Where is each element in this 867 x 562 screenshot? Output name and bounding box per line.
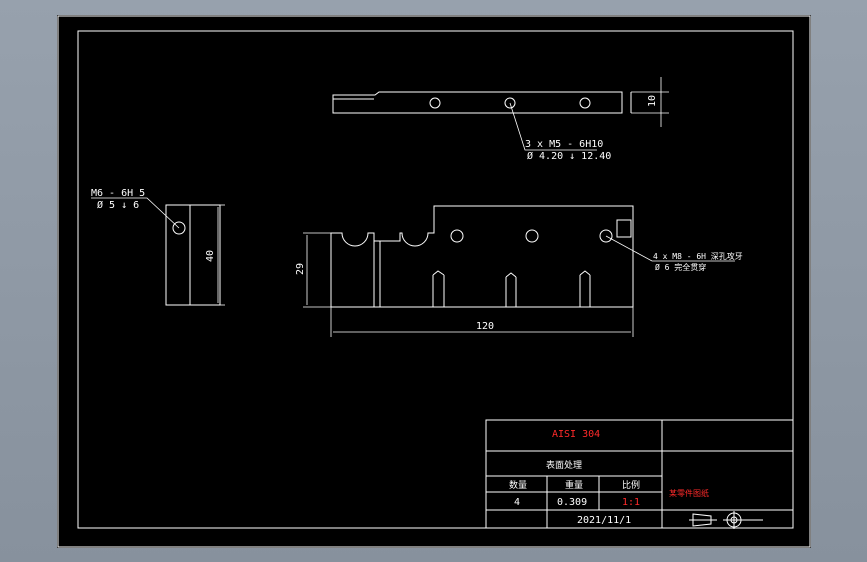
header-scale: 比例: [622, 479, 640, 491]
front-view: 29 120 4 x M8 - 6H 深孔攻牙 Ø 6 完全贯穿: [295, 205, 743, 337]
front-hole-1: [450, 229, 464, 243]
front-dim-length: 120: [476, 321, 494, 332]
top-callout-1: 3 x M5 - 6H10: [525, 139, 603, 150]
top-view-outline: [332, 91, 623, 114]
side-hole: [172, 221, 186, 235]
drawing-canvas: 10 3 x M5 - 6H10 Ø 4.20 ↓ 12.40 40 M6 - …: [57, 15, 811, 548]
side-view-outline: [165, 204, 221, 306]
side-leader: [91, 197, 180, 229]
top-hole-2: [504, 97, 516, 109]
part-name: 某零件图纸: [669, 488, 709, 498]
front-leader: [605, 235, 735, 262]
inner-frame: [77, 30, 794, 529]
side-callout-2: Ø 5 ↓ 6: [97, 199, 139, 211]
front-view-outline: [330, 205, 634, 308]
front-tapped-hole-1: [432, 270, 445, 307]
weight-value: 0.309: [557, 497, 587, 508]
treatment-label: 表面处理: [546, 459, 582, 471]
top-view: 10 3 x M5 - 6H10 Ø 4.20 ↓ 12.40: [332, 77, 669, 162]
front-callout-1: 4 x M8 - 6H 深孔攻牙: [653, 251, 743, 261]
header-weight: 重量: [565, 479, 583, 491]
date-value: 2021/11/1: [577, 515, 631, 526]
top-hole-1: [429, 97, 441, 109]
side-callout-1: M6 - 6H 5: [91, 188, 145, 199]
front-hole-2: [525, 229, 539, 243]
title-block-frame: [485, 419, 794, 529]
front-callout-2: Ø 6 完全贯穿: [655, 262, 706, 272]
projection-symbol-icon: [689, 511, 763, 529]
front-dim-height: 29: [295, 263, 306, 275]
top-leader: [509, 102, 597, 151]
quantity-value: 4: [514, 497, 520, 508]
top-callout-2: Ø 4.20 ↓ 12.40: [527, 150, 611, 162]
title-block: AISI 304 表面处理 数量 重量 比例 4 0.309 1:1 某零件图纸…: [485, 419, 794, 529]
front-tapped-hole-2: [505, 272, 517, 307]
side-dim-height: 40: [205, 250, 216, 262]
side-view: 40 M6 - 6H 5 Ø 5 ↓ 6: [91, 188, 225, 306]
front-tapped-hole-3: [579, 270, 591, 307]
header-quantity: 数量: [509, 479, 527, 491]
material-text: AISI 304: [552, 429, 600, 440]
outer-frame: [57, 15, 811, 548]
front-corner-tap: [616, 219, 632, 238]
drawing-sheet: 10 3 x M5 - 6H10 Ø 4.20 ↓ 12.40 40 M6 - …: [57, 15, 811, 548]
front-hole-3: [599, 229, 613, 243]
scale-value: 1:1: [622, 497, 640, 508]
top-dim-height: 10: [647, 95, 658, 107]
top-hole-3: [579, 97, 591, 109]
